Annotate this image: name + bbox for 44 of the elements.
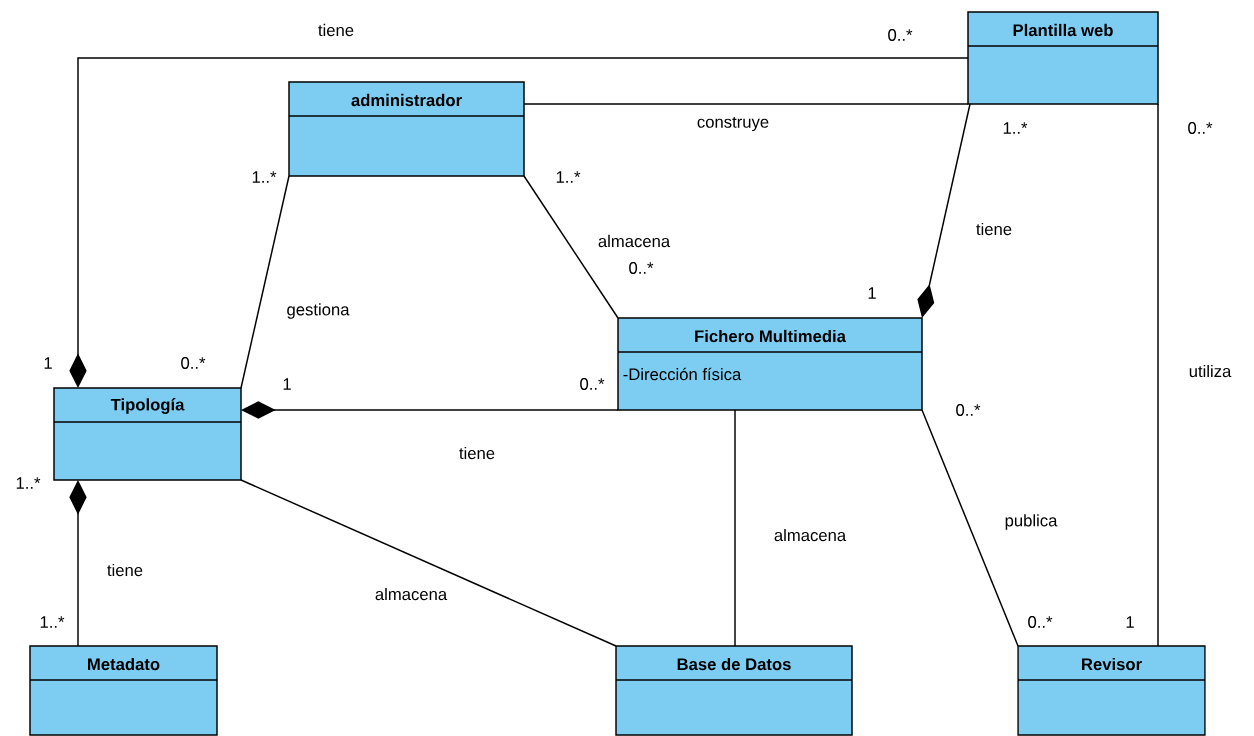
association-line xyxy=(240,479,617,647)
composition-line xyxy=(241,401,619,419)
multiplicity-label: 0..* xyxy=(629,262,654,274)
edge-label: tiene xyxy=(316,22,356,38)
edge-label: construye xyxy=(695,115,771,133)
association-line xyxy=(240,175,290,389)
association-line xyxy=(734,409,736,647)
class-box: administrador xyxy=(288,81,525,177)
class-box: Revisor xyxy=(1017,645,1206,736)
class-box: Plantilla web xyxy=(967,11,1159,105)
edge-label: almacena xyxy=(373,586,449,602)
association-line xyxy=(921,409,1019,647)
edge-label: almacena xyxy=(772,527,848,543)
multiplicity-label: 1 xyxy=(283,378,291,390)
multiplicity-label: 0..* xyxy=(888,29,913,41)
edge-label: tiene xyxy=(105,562,145,578)
association-line xyxy=(523,103,969,105)
composition-line xyxy=(917,103,971,318)
edge-label: gestiona xyxy=(285,301,351,321)
multiplicity-label: 1 xyxy=(868,287,876,299)
multiplicity-label: 0..* xyxy=(1028,616,1053,628)
class-box: Tipología xyxy=(53,387,242,481)
multiplicity-label: 1..* xyxy=(1003,122,1028,134)
association-line xyxy=(523,175,619,319)
edge-label: utiliza xyxy=(1187,363,1233,379)
multiplicity-label: 1 xyxy=(44,357,52,369)
multiplicity-label: 1..* xyxy=(556,171,581,183)
multiplicity-label: 1 xyxy=(1126,616,1134,628)
edge-label: publica xyxy=(1003,512,1059,532)
composition-line xyxy=(69,480,87,647)
class-box: Base de Datos xyxy=(615,645,853,736)
edge-label: tiene xyxy=(974,221,1014,237)
edge-label: almacena xyxy=(596,233,672,249)
association-line xyxy=(1157,103,1159,647)
multiplicity-label: 0..* xyxy=(1188,122,1213,134)
class-box: Metadato xyxy=(29,645,218,736)
multiplicity-label: 1..* xyxy=(40,616,65,628)
multiplicity-label: 1..* xyxy=(16,477,41,489)
class-box: Fichero Multimedia -Dirección física xyxy=(617,317,923,411)
composition-line xyxy=(69,57,969,388)
multiplicity-label: 1..* xyxy=(252,171,277,183)
multiplicity-label: 0..* xyxy=(181,357,206,369)
multiplicity-label: 0..* xyxy=(956,404,981,416)
edge-label: tiene xyxy=(457,445,497,461)
